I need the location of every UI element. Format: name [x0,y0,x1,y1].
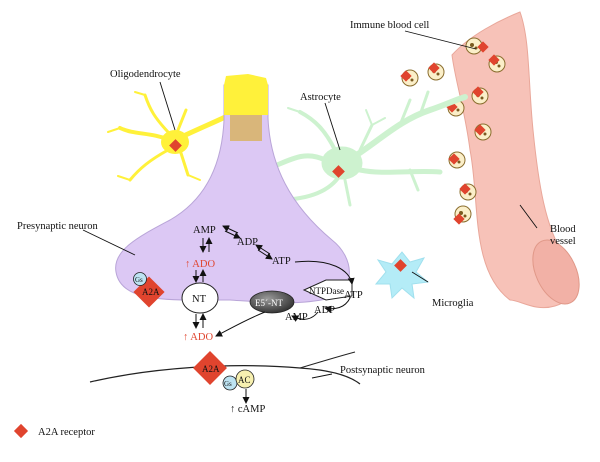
postsynaptic-a2a-receptor: A2A Gs AC [193,351,255,391]
e5nt-label: E5´-NT [255,298,283,308]
legend: A2A receptor [13,423,95,439]
ntpdase-enzyme: NTPDase [302,279,353,301]
atp-out-label: ATP [344,290,363,301]
label-presynaptic-neuron: Presynaptic neuron [17,221,99,232]
label-astrocyte: Astrocyte [300,92,341,103]
camp-label: ↑ cAMP [230,404,265,415]
pathway-arrows [192,225,355,404]
e5nt-enzyme: E5´-NT [249,290,295,314]
ac-label: AC [238,375,251,385]
label-postsynaptic-neuron: Postsynaptic neuron [340,365,426,376]
cell-receptors [169,139,407,272]
adp-label: ADP [237,237,258,248]
legend-receptor-icon [13,423,29,439]
leader-lines [82,30,538,379]
legend-label: A2A receptor [38,427,95,438]
label-microglia: Microglia [432,298,474,309]
ado-up-label: ↑ ADO [185,259,215,270]
a2a-pre-label: A2A [142,287,160,297]
label-blood-vessel-2: vessel [550,236,576,247]
label-blood-vessel-1: Blood [550,224,576,235]
label-immune-blood-cell: Immune blood cell [350,20,429,31]
microglia [374,251,430,300]
blood-vessel [451,11,580,309]
adp-out-label: ADP [314,305,335,316]
gs-pre-label: Gs [135,276,143,284]
presynaptic-a2a-receptor: A2A Gs [133,272,165,308]
presynaptic-neuron [115,74,350,304]
amp-label: AMP [193,225,216,236]
ntpdase-label: NTPDase [309,286,344,296]
gs-post-label: Gs [224,380,232,388]
atp-label: ATP [272,256,291,267]
nt-vesicle: NT [181,282,219,314]
label-oligodendrocyte: Oligodendrocyte [110,69,181,80]
postsynaptic-neuron [89,351,361,385]
ado-down-label: ↑ ADO [183,332,213,343]
a2a-post-label: A2A [202,364,220,374]
nt-label: NT [192,294,207,305]
amp-out-label: AMP [285,312,308,323]
